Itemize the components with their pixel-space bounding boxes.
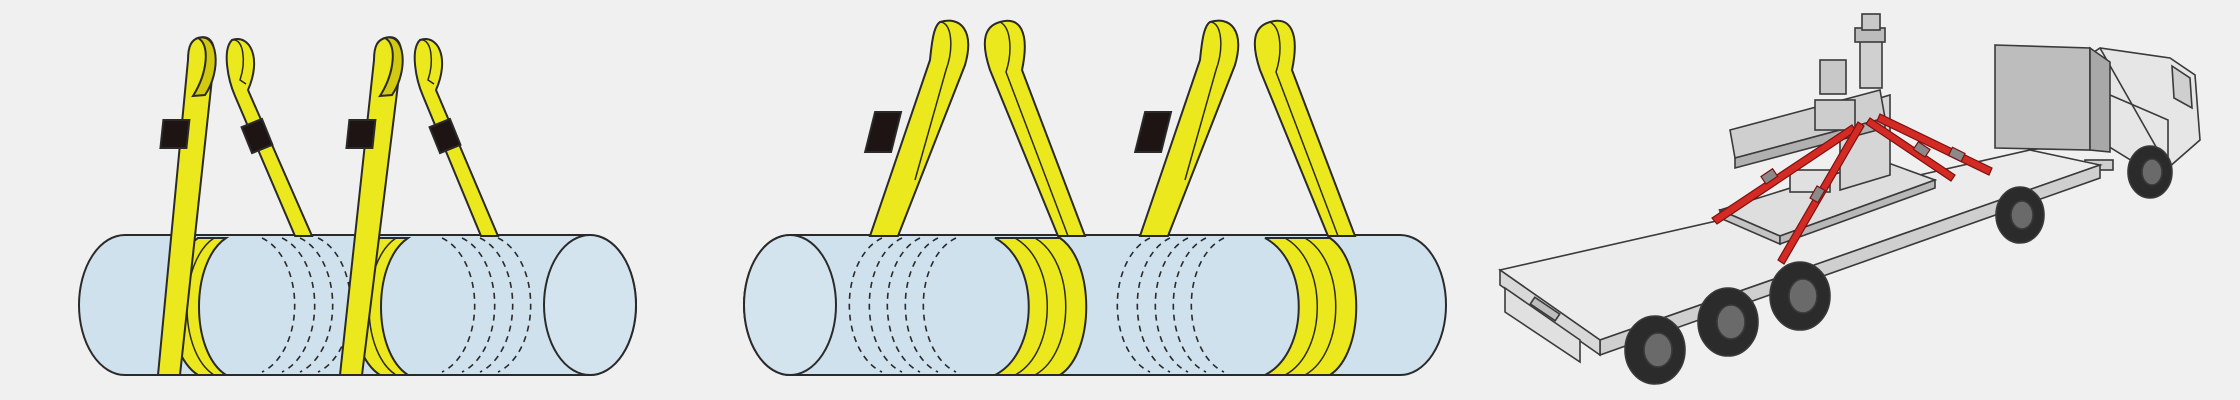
tire: [2127, 145, 2173, 199]
sling-label-band: [863, 111, 903, 153]
panel-truck-tie-down: [1498, 13, 2201, 385]
basket-sling-2: [1133, 19, 1358, 376]
sling-label-band: [159, 119, 191, 149]
ratchet: [1912, 140, 1931, 158]
ratchet: [1760, 167, 1779, 185]
sling-label-band: [240, 117, 274, 155]
sling-leg-left: [1138, 19, 1240, 237]
tire: [1624, 315, 1686, 385]
tire: [1995, 186, 2045, 244]
hidden-wrap-lines: [261, 237, 532, 373]
choke-sling-1: [156, 36, 314, 376]
sling-leg-right: [225, 38, 314, 237]
truck-wheels: [1624, 145, 2173, 385]
panel-basket-hitch: [743, 19, 1447, 376]
sling-leg-right: [1253, 19, 1357, 237]
sling-leg-right: [413, 38, 500, 237]
sling-label-band: [1133, 111, 1173, 153]
lashing-strap: [1865, 117, 1956, 182]
sling-eye-left: [378, 36, 404, 98]
basket-sling-1: [863, 19, 1088, 376]
choke-sling-2: [338, 36, 500, 376]
sling-leg-left: [868, 19, 970, 237]
lashing-straps: [1711, 113, 1993, 265]
panel-choke-hitch: [78, 36, 637, 376]
cylinder-end-face: [743, 234, 837, 376]
ratchet: [1947, 146, 1966, 163]
machine-head: [1859, 39, 1883, 89]
hidden-wrap-lines: [848, 237, 1225, 373]
ratchet: [1809, 185, 1826, 204]
tire: [1697, 287, 1759, 357]
truck-headboard: [1994, 44, 2111, 153]
cylinder-end-face: [543, 234, 637, 376]
sling-leg-right: [983, 19, 1087, 237]
sling-eye-left: [191, 36, 217, 98]
tire: [1769, 261, 1831, 331]
cab-window: [2171, 64, 2193, 110]
machine-motor: [1819, 59, 1847, 95]
sling-wrap-front: [1264, 237, 1358, 376]
cylinder-load: [743, 234, 1447, 376]
sling-label-band: [345, 119, 377, 149]
sling-wrap-front: [994, 237, 1088, 376]
sling-label-band: [428, 117, 462, 155]
